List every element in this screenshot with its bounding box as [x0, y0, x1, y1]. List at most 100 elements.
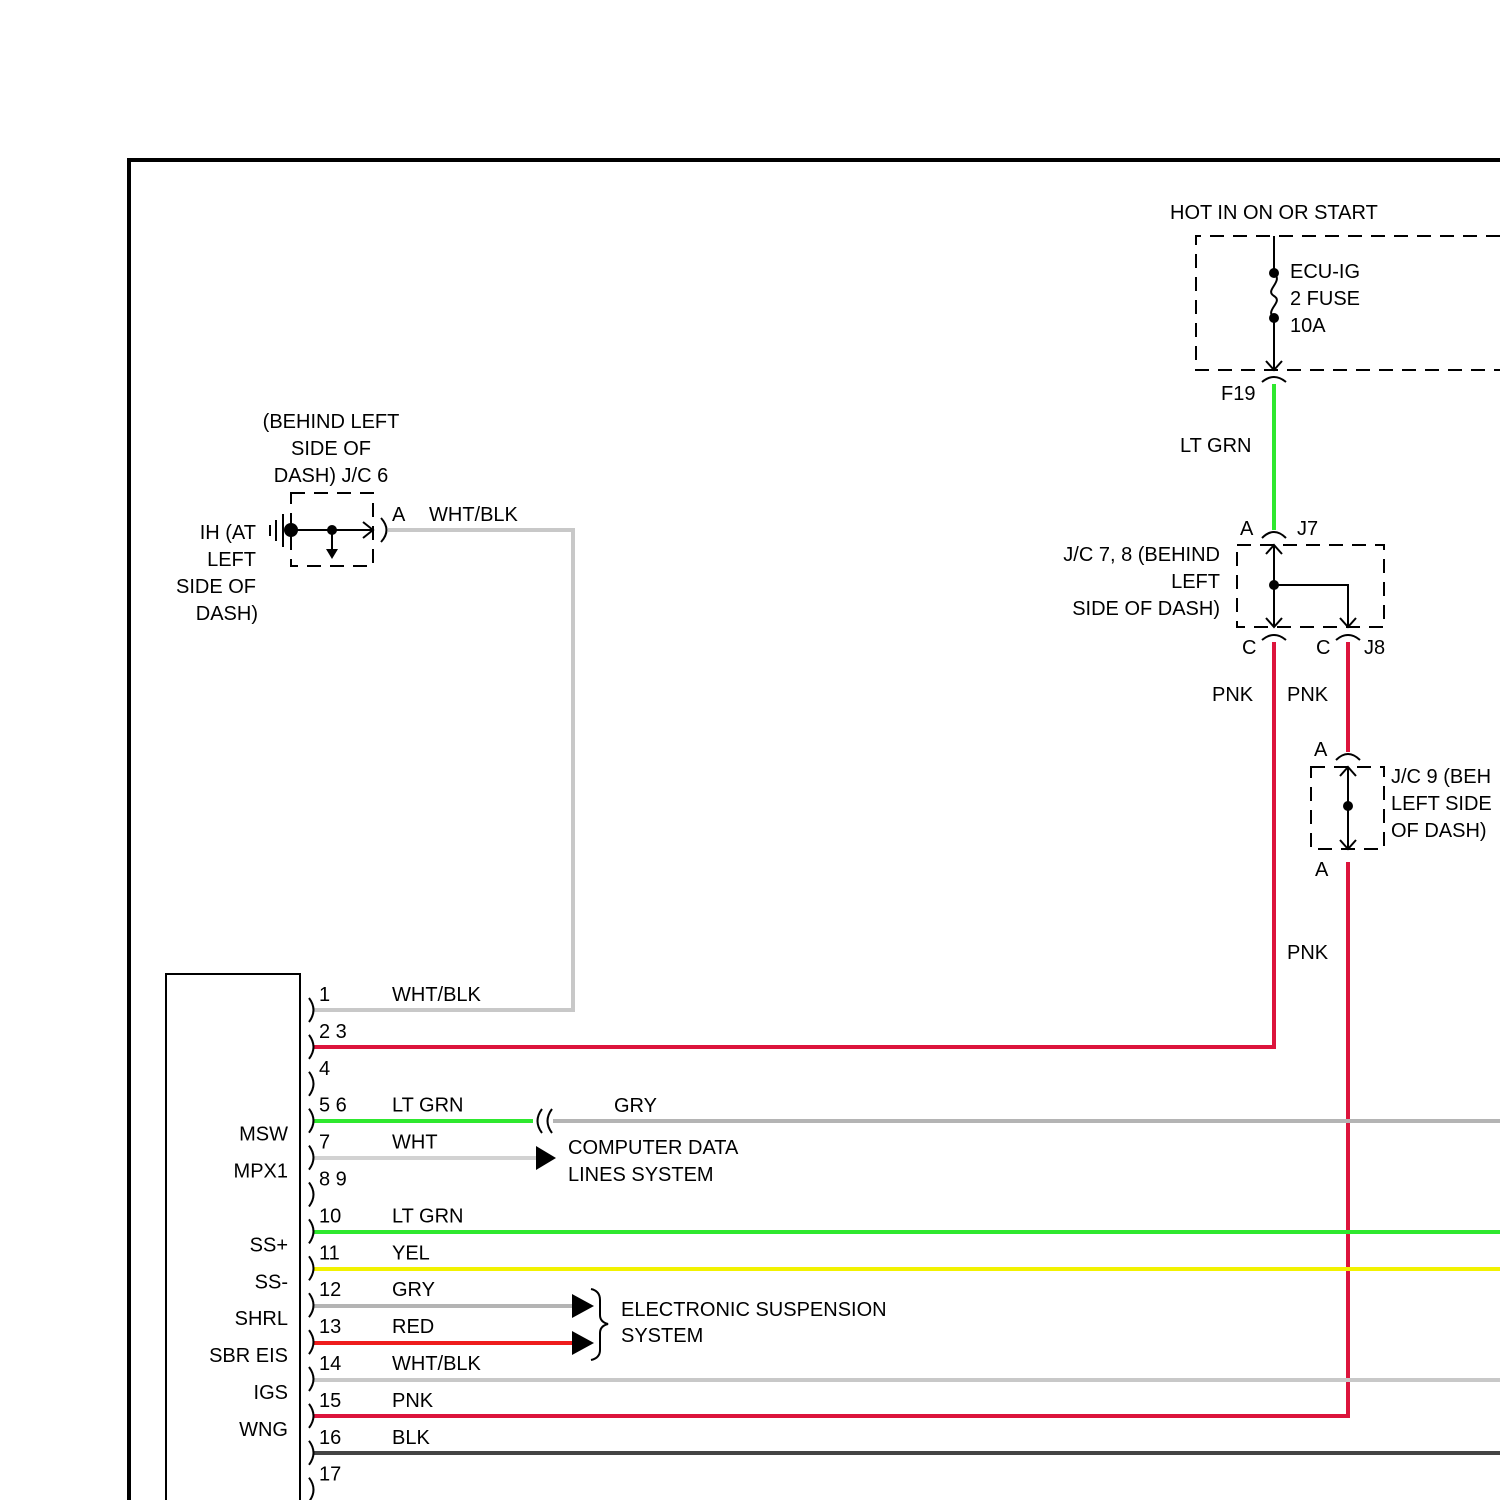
- cdl-wire-label: GRY: [614, 1095, 657, 1117]
- pin-cavity-icon: [309, 1478, 314, 1500]
- wires: [313, 384, 1500, 1453]
- jc6-label-line-1: (BEHIND LEFT: [263, 411, 400, 433]
- pin-number: 17: [319, 1464, 341, 1486]
- connector-f19-label: F19: [1221, 383, 1255, 405]
- jc9-top-pin: A: [1314, 739, 1328, 761]
- pin-cavity-icon: [309, 1404, 314, 1428]
- pin-cavity-icon: [309, 1293, 314, 1317]
- pin-number: 16: [319, 1427, 341, 1449]
- fuse-line-2: 2 FUSE: [1290, 288, 1360, 310]
- pin-wire-label: GRY: [392, 1279, 435, 1301]
- cdl-system-line-1: COMPUTER DATA: [568, 1137, 739, 1159]
- jc6-label-line-2: SIDE OF: [291, 438, 371, 460]
- pin-number: 10: [319, 1205, 341, 1227]
- arrow-icon: [572, 1294, 594, 1318]
- pin-cavity-icon: [309, 1256, 314, 1280]
- pin-number: 11: [319, 1242, 340, 1264]
- pin-number: 4: [319, 1058, 330, 1080]
- connector-j7-icon: [1262, 532, 1286, 538]
- connector-icon: [1336, 754, 1360, 760]
- pin-cavity-icon: [309, 1035, 314, 1059]
- pin-wire-label: WHT/BLK: [392, 1353, 482, 1375]
- junction-jc-9: A A J/C 9 (BEH LEFT SIDE OF DASH) PNK: [1287, 739, 1492, 964]
- ground-label-line-2: LEFT: [207, 549, 256, 571]
- pin-name: SBR EIS: [209, 1345, 288, 1367]
- pin-name: SHRL: [235, 1308, 288, 1330]
- fuse-line-1: ECU-IG: [1290, 261, 1360, 283]
- jc78-top-pin: A: [1240, 518, 1254, 540]
- pin-wire-label: WHT: [392, 1132, 438, 1154]
- jc9-label-line-2: LEFT SIDE: [1391, 793, 1492, 815]
- pin-wire-label: BLK: [392, 1427, 430, 1449]
- pin-cavity-icon: [309, 1330, 314, 1354]
- pin-wire-label: PNK: [392, 1390, 434, 1412]
- pin-cavity-icon: [309, 1219, 314, 1243]
- jc6-label-line-3: DASH) J/C 6: [274, 465, 388, 487]
- eis-system-line-2: SYSTEM: [621, 1325, 703, 1347]
- pin-number: 13: [319, 1316, 341, 1338]
- hot-label: HOT IN ON OR START: [1170, 202, 1378, 224]
- arrow-icon: [572, 1331, 594, 1355]
- connector-icon: [538, 1109, 553, 1133]
- ground-label-line-3: SIDE OF: [176, 576, 256, 598]
- jc9-label-line-3: OF DASH): [1391, 820, 1487, 842]
- pin-name: IGS: [254, 1382, 288, 1404]
- wire-wht-blk-pin-1: [313, 530, 573, 1010]
- pin-number: 5 6: [319, 1095, 347, 1117]
- fuse-icon: [1271, 273, 1277, 318]
- pin-wire-label: LT GRN: [392, 1205, 464, 1227]
- jc78-connector-j8: J8: [1364, 637, 1385, 659]
- arrow-icon: [536, 1146, 556, 1170]
- pin-cavity-icon: [309, 1441, 314, 1465]
- connector-f19-icon: [1262, 377, 1286, 382]
- pin-wire-label: RED: [392, 1316, 434, 1338]
- ground-label-line-1: IH (AT: [200, 522, 256, 544]
- computer-data-lines: GRY COMPUTER DATA LINES SYSTEM: [536, 1095, 739, 1186]
- pin-cavity-icon: [309, 1367, 314, 1391]
- jc9-bottom-pin: A: [1315, 859, 1329, 881]
- pin-cavity-icon: [309, 1183, 314, 1207]
- electronic-suspension: ELECTRONIC SUSPENSION SYSTEM: [572, 1289, 887, 1360]
- jc9-label-line-1: J/C 9 (BEH: [1391, 766, 1491, 788]
- jc78-label-line-3: SIDE OF DASH): [1072, 598, 1220, 620]
- fuse-section: HOT IN ON OR START ECU-IG 2 FUSE 10A F19…: [1170, 202, 1500, 457]
- jc9-splice-dot: [1343, 801, 1353, 811]
- ground-label-line-4: DASH): [196, 603, 258, 625]
- pin-number: 14: [319, 1353, 341, 1375]
- pin-name: SS+: [250, 1234, 288, 1256]
- pin-number: 2 3: [319, 1021, 347, 1043]
- jc78-label-line-2: LEFT: [1171, 571, 1220, 593]
- jc78-wire-right-label: PNK: [1287, 684, 1329, 706]
- jc78-bottom-pin-right: C: [1316, 637, 1330, 659]
- pin-number: 1: [319, 984, 330, 1006]
- connector-icon: [381, 518, 387, 542]
- jc78-connector-j7: J7: [1297, 518, 1318, 540]
- pin-name: SS-: [255, 1271, 288, 1293]
- fuse-line-3: 10A: [1290, 315, 1326, 337]
- wire-pnk-pin-15: [313, 862, 1348, 1416]
- pin-number: 7: [319, 1132, 330, 1154]
- eis-system-line-1: ELECTRONIC SUSPENSION: [621, 1299, 887, 1321]
- pin-name: MSW: [239, 1124, 288, 1146]
- pin-wire-label: YEL: [392, 1242, 430, 1264]
- cdl-system-line-2: LINES SYSTEM: [568, 1164, 714, 1186]
- jc6-wire-label: WHT/BLK: [429, 504, 519, 526]
- pin-number: 12: [319, 1279, 341, 1301]
- pin-wire-label: LT GRN: [392, 1095, 464, 1117]
- junction-jc-6: (BEHIND LEFT SIDE OF DASH) J/C 6 A WHT/B…: [176, 411, 519, 625]
- pin-number: 15: [319, 1390, 341, 1412]
- junction-jc-7-8: J/C 7, 8 (BEHIND LEFT SIDE OF DASH) A J7…: [1063, 518, 1385, 706]
- pin-cavity-icon: [309, 998, 314, 1022]
- connector-j8-icon: [1262, 635, 1360, 640]
- arrow-icon: [326, 549, 338, 559]
- pin-number: 8 9: [319, 1169, 347, 1191]
- brace-icon: [591, 1289, 608, 1360]
- pin-name: MPX1: [234, 1161, 288, 1183]
- jc78-bottom-pin-left: C: [1242, 637, 1256, 659]
- pin-cavity-icon: [309, 1146, 314, 1170]
- jc78-wire-left-label: PNK: [1212, 684, 1254, 706]
- power-wire-label: LT GRN: [1180, 435, 1252, 457]
- jc9-wire-label: PNK: [1287, 942, 1329, 964]
